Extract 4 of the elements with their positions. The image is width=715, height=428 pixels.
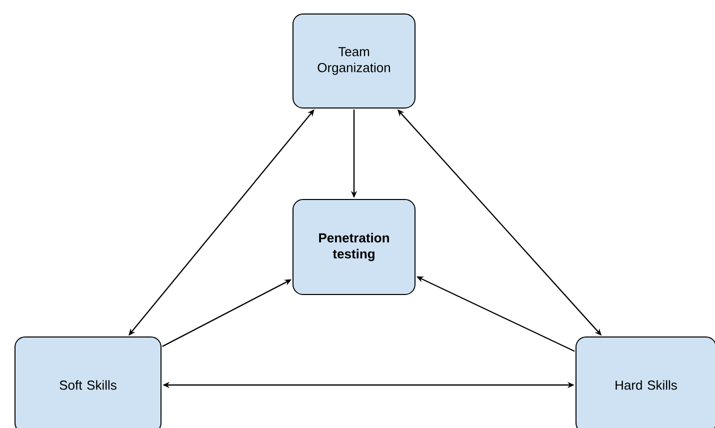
process-box: Hard Skills (576, 336, 715, 428)
process-box: Team Organization (292, 14, 416, 108)
process-box: Soft Skills (14, 336, 162, 428)
process-box: Penetration testing (292, 199, 416, 295)
